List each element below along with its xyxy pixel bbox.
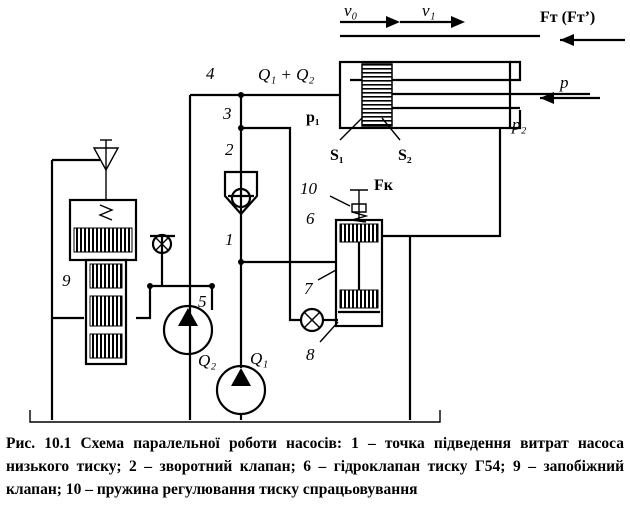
force-label: Fт (Fт’) [540,9,595,26]
p1-label: p₁ [306,109,320,126]
label-10: 10 [300,179,318,198]
force-arrow [540,34,625,104]
fk-label: Fк [374,177,394,194]
cylinder [338,60,590,141]
leader-lines [317,195,351,343]
label-6: 6 [306,209,315,228]
flow-label: Q₁ + Q₂ [258,65,314,84]
label-4: 4 [206,64,215,83]
label-8: 8 [306,345,315,364]
junction-dots [147,92,244,289]
throttle-valve-8 [299,307,325,333]
s1-label: S₁ [330,147,344,164]
relief-valve-9 [68,139,138,366]
label-9: 9 [62,271,71,290]
p2-label: p₂ [511,115,527,134]
q1-label: Q₁ [250,349,268,368]
label-2: 2 [225,140,234,159]
check-valve-2 [223,170,259,216]
hydraulic-schematic: 1 2 3 4 5 6 7 8 9 10 Q₁ + Q₂ Q₁ Q₂ v₀ v₁… [29,1,625,423]
label-7: 7 [304,279,314,298]
v0-label: v₀ [344,1,358,20]
label-5: 5 [198,292,207,311]
label-3: 3 [222,104,232,123]
q2-label: Q₂ [198,351,216,370]
s2-label: S₂ [398,147,412,164]
figure-caption: Рис. 10.1 Схема паралельної роботи насос… [6,435,624,498]
pump-2 [162,304,214,356]
valve-9-throttle [151,233,173,255]
pump-1 [215,364,267,420]
label-1: 1 [225,230,234,249]
p-label: p [559,73,569,92]
pressure-valve-6 [330,189,410,328]
tank [29,410,441,423]
v1-label: v₁ [422,1,435,20]
velocity-arrows [340,16,540,38]
pipe-network [50,93,502,420]
